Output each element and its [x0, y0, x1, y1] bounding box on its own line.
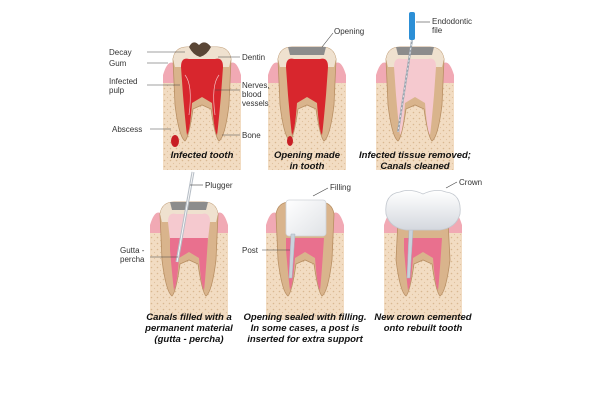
label-filling: Filling — [330, 183, 351, 192]
label-crown: Crown — [459, 178, 483, 187]
crown-leader — [445, 181, 458, 189]
abscess — [171, 135, 179, 147]
infected-pulp — [286, 58, 328, 135]
cleaned-pulp — [394, 58, 436, 135]
label-gum: Gum — [109, 59, 127, 68]
label-dentin: Dentin — [242, 53, 266, 62]
panel-canals-filled — [150, 201, 228, 320]
opening — [170, 202, 208, 210]
label-infected-pulp: Infected pulp — [109, 77, 138, 95]
panel-new-crown — [384, 190, 462, 320]
panel4-leaders — [150, 184, 203, 258]
infected-pulp — [181, 58, 223, 135]
pulp-chamber — [168, 213, 210, 240]
label-decay: Decay — [109, 48, 132, 57]
label-nerves: Nerves, blood vessels — [242, 81, 270, 108]
plugger — [175, 171, 195, 263]
panel1-leaders — [147, 51, 240, 136]
crown — [385, 190, 461, 231]
gutta-percha — [404, 238, 442, 290]
label-endodontic-file: Endodontic file — [432, 17, 473, 35]
opening-leader — [321, 32, 334, 48]
label-abscess: Abscess — [112, 125, 143, 134]
post — [288, 233, 296, 279]
filling — [285, 199, 327, 237]
decay — [189, 42, 211, 57]
panel-infected-tooth — [163, 42, 241, 170]
panel5-leaders — [262, 187, 329, 251]
opening — [288, 47, 326, 55]
label-opening: Opening — [334, 27, 365, 36]
label-gutta-percha: Gutta - percha — [120, 246, 145, 264]
panel-opening-sealed — [266, 199, 344, 320]
gutta-percha — [286, 238, 324, 290]
panel-tissue-removed — [376, 46, 454, 170]
label-post: Post — [242, 246, 259, 255]
caption-new-crown: New crown cemented onto rebuilt tooth — [374, 312, 472, 334]
caption-tissue-removed: Infected tissue removed; Canals cleaned — [359, 150, 471, 172]
label-bone: Bone — [242, 131, 261, 140]
abscess — [287, 136, 293, 146]
caption-opening-made: Opening made in tooth — [274, 150, 340, 172]
caption-canals-filled: Canals filled with a permanent material … — [145, 312, 233, 345]
caption-opening-sealed: Opening sealed with filling. In some cas… — [243, 312, 367, 345]
caption-infected-tooth: Infected tooth — [170, 150, 234, 161]
panel-opening-made — [268, 46, 346, 170]
label-plugger: Plugger — [205, 181, 233, 190]
opening — [396, 47, 434, 55]
endodontic-file — [397, 12, 415, 133]
